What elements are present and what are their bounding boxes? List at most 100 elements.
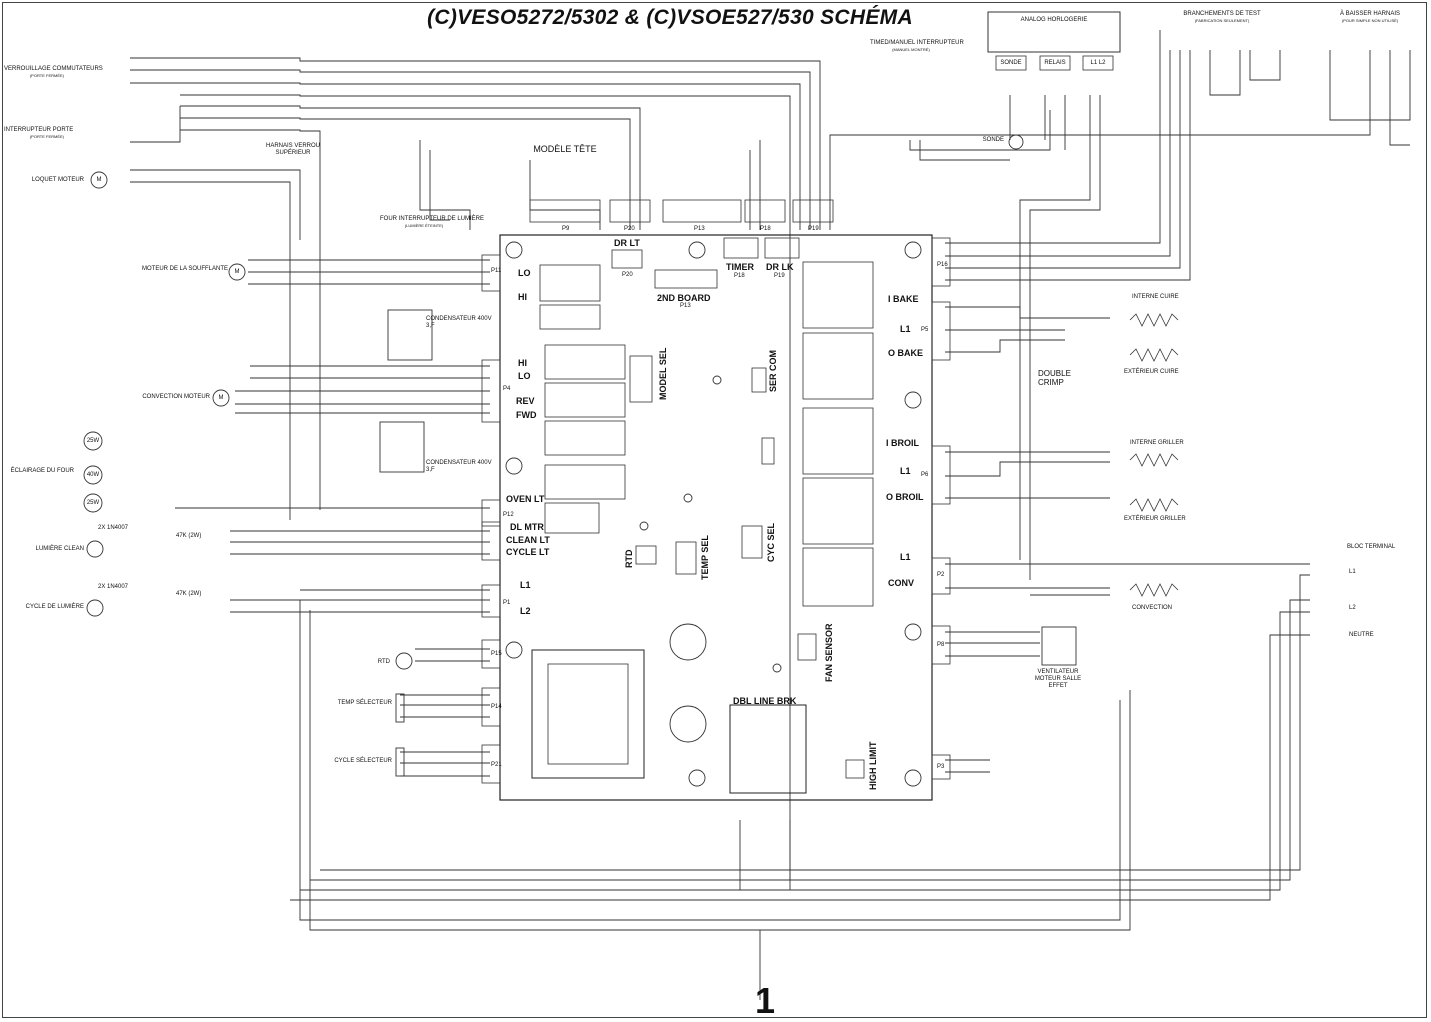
connector-p13-board: P13 (680, 303, 691, 309)
model-sel-connector (629, 355, 653, 403)
capacitor-large-1 (669, 623, 707, 661)
connector-p11: P11 (491, 268, 502, 274)
board-l2-left: L2 (520, 606, 531, 616)
capacitor-large-2 (669, 705, 707, 743)
diode-1-label: 2X 1N4007 (98, 525, 129, 531)
four-interrupteur-note: (LUMIÈRE ÉTEINTE) (404, 223, 444, 228)
heating-element-group (1129, 313, 1179, 597)
transformer-core (547, 663, 629, 765)
board-l1-conv: L1 (900, 552, 911, 562)
lamp-1-label: 25W (86, 438, 100, 444)
timed-manuel-text: TIMED/MANUEL INTERRUPTEUR (870, 40, 964, 46)
board-i-bake: I BAKE (888, 294, 919, 304)
connector-p3: P3 (937, 764, 945, 770)
board-l1-left: L1 (520, 580, 531, 590)
connector-p15: P15 (491, 651, 502, 657)
connector-p6: P6 (921, 472, 929, 478)
interrupteur-note: (PORTE FERMÉE) (29, 134, 64, 139)
relais-box-label: RELAIS (1044, 60, 1066, 66)
timer-connector (723, 237, 759, 259)
cyc-sel-connector (741, 525, 763, 559)
board-cyc-sel: CYC SEL (766, 522, 776, 562)
sonde-label: SONDE (982, 137, 1004, 143)
connector-p19: P19 (808, 226, 819, 232)
interne-griller-label: INTERNE GRILLER (1130, 440, 1184, 446)
connector-p12: P12 (503, 512, 514, 518)
bloc-terminal-label: BLOC TERMINAL (1347, 544, 1396, 550)
interrupteur-label: INTERRUPTEUR PORTE(PORTE FERMÉE) (4, 127, 73, 139)
connector-p18: P18 (760, 226, 771, 232)
p10-connector (761, 437, 775, 465)
connector-p20: P20 (624, 226, 635, 232)
cycle-lumiere-label: CYCLE DE LUMIÈRE (25, 604, 84, 610)
high-limit-connector (845, 759, 865, 779)
dr-lt-connector (611, 249, 643, 269)
l1l2-box-label: L1 L2 (1090, 60, 1106, 66)
branchements-text: BRANCHEMENTS DE TEST (1183, 11, 1261, 17)
connector-p20-board: P20 (622, 272, 633, 278)
exterieur-griller-label: EXTÉRIEUR GRILLER (1124, 516, 1186, 522)
lamp-2-label: 40W (86, 472, 100, 478)
resistor-1-label: 47K (2W) (176, 533, 202, 539)
modele-tete-label: MODÈLE TÊTE (533, 144, 597, 154)
board-hi-top: HI (518, 292, 527, 302)
dbl-line-brk-box (729, 704, 807, 794)
control-board (499, 234, 933, 801)
board-relay-group (539, 261, 874, 607)
interne-cuire-label: INTERNE CUIRE (1132, 294, 1179, 300)
board-lo-mid: LO (518, 371, 531, 381)
board-o-bake: O BAKE (888, 348, 924, 358)
analog-horlogerie-box (987, 11, 1121, 53)
a-baisser-note: (POUR SIMPLE NON UTILISÉ) (1341, 18, 1399, 23)
sonde-terminal (995, 55, 1027, 71)
board-temp-sel: TEMP SEL (700, 535, 710, 580)
timed-manuel-label: TIMED/MANUEL INTERRUPTEUR(MANUEL MONTRÉ) (870, 40, 964, 52)
board-i-broil: I BROIL (886, 438, 919, 448)
l1-l2-terminal (1082, 55, 1114, 71)
dr-lk-connector (764, 237, 800, 259)
connector-p2: P2 (937, 572, 945, 578)
board-fan-sensor: FAN SENSOR (824, 623, 834, 682)
board-ser-com: SER COM (768, 349, 778, 392)
edge-connector-group (481, 199, 951, 784)
ser-com-connector (751, 367, 767, 393)
board-l1-bake: L1 (900, 324, 911, 334)
analog-horlogerie-label: ANALOG HORLOGERIE (1020, 17, 1088, 23)
temp-sel-connector (675, 541, 697, 575)
loquet-label: LOQUET MOTEUR (31, 177, 84, 183)
a-baisser-label: À BAISSER HARNAIS(POUR SIMPLE NON UTILIS… (1320, 11, 1420, 23)
transformer (531, 649, 645, 779)
four-interrupteur-text: FOUR INTERRUPTEUR DE LUMIÈRE (380, 216, 485, 222)
board-clean-lt: CLEAN LT (506, 535, 550, 545)
motor-convection-glyph: M (218, 395, 224, 401)
connector-p18-board: P18 (734, 273, 745, 279)
cycle-selecteur-label: CYCLE SÉLECTEUR (334, 758, 392, 764)
board-lo-top: LO (518, 268, 531, 278)
harnais-label: HARNAIS VERROU SUPÉRIEUR (265, 143, 320, 156)
terminal-neutre-label: NEUTRE (1349, 632, 1374, 638)
sonde-box-label: SONDE (1000, 60, 1022, 66)
convection-moteur-label: CONVECTION MOTEUR (142, 394, 210, 400)
moteur-soufflante-label: MOTEUR DE LA SOUFFLANTE (141, 266, 228, 272)
connector-p13: P13 (694, 226, 705, 232)
ventilateur-box (1041, 626, 1077, 666)
connector-p1: P1 (503, 600, 511, 606)
connector-p19-board: P19 (774, 273, 785, 279)
relais-terminal (1039, 55, 1071, 71)
branchements-note: (FABRICATION SEULEMENT) (1194, 18, 1250, 23)
board-high-limit: HIGH LIMIT (868, 741, 878, 791)
diode-2-label: 2X 1N4007 (98, 584, 129, 590)
page-number: 1 (755, 980, 776, 1021)
left-device-group (83, 171, 433, 777)
board-fwd: FWD (516, 410, 537, 420)
board-dl-mtr: DL MTR (510, 522, 544, 532)
interrupteur-text: INTERRUPTEUR PORTE (4, 127, 74, 133)
board-cycle-lt: CYCLE LT (506, 547, 550, 557)
connector-p16: P16 (937, 262, 948, 268)
board-oven-lt: OVEN LT (506, 494, 545, 504)
terminal-l2-label: L2 (1349, 605, 1356, 611)
connector-p14: P14 (491, 704, 502, 710)
board-timer: TIMER (726, 262, 754, 272)
motor-loquet-glyph: M (96, 177, 102, 183)
